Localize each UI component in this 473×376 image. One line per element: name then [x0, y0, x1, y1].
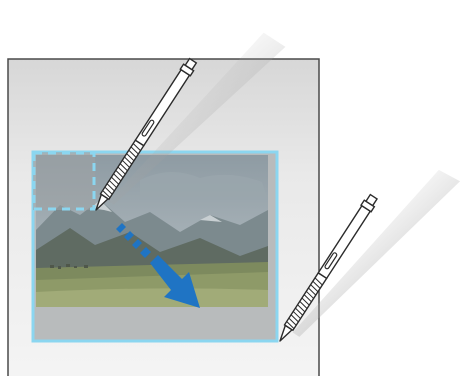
selection-handle-icon [33, 152, 95, 210]
